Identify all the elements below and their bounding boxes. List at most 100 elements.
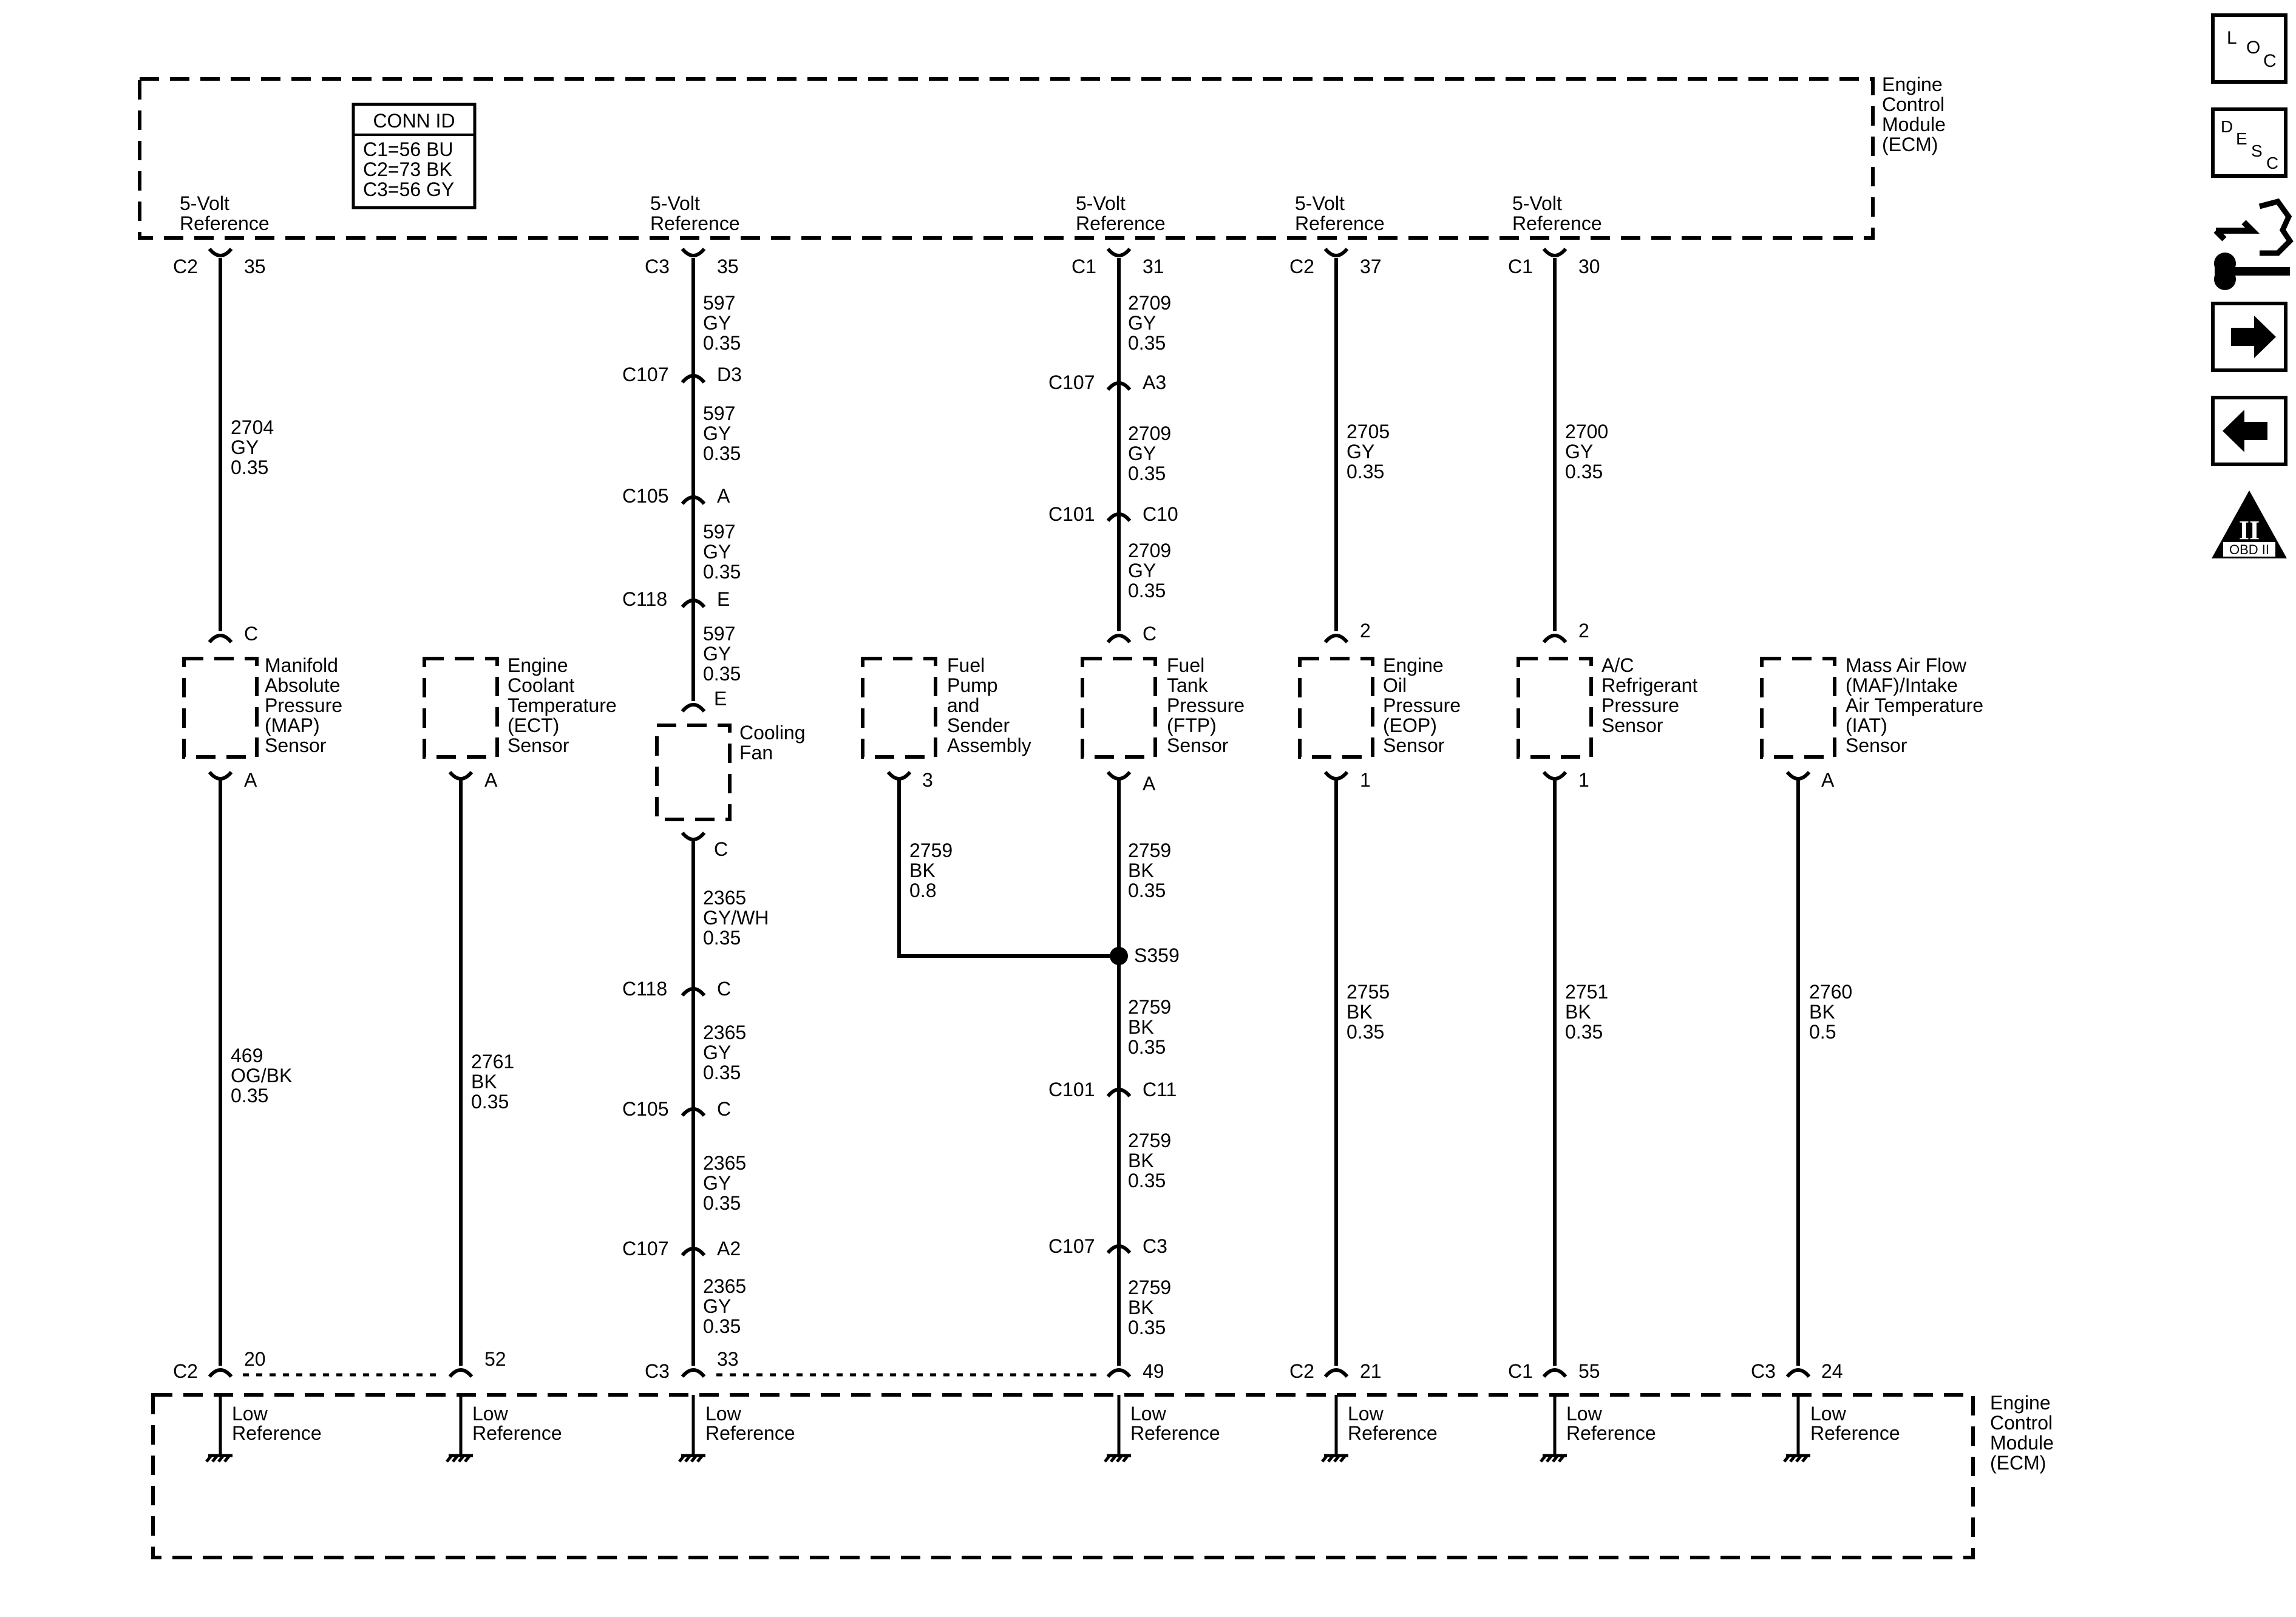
connector-id: C3 bbox=[645, 1360, 670, 1382]
wire-circuit: 2365 bbox=[703, 1275, 746, 1297]
pin-number: 20 bbox=[244, 1348, 266, 1370]
sensor-label: Tank bbox=[1167, 674, 1209, 696]
wire-gauge: 0.35 bbox=[1128, 332, 1166, 354]
connector-id: C105 bbox=[622, 1098, 669, 1120]
low-ref-label: Low bbox=[1348, 1403, 1384, 1425]
pin-number: 31 bbox=[1143, 256, 1164, 277]
connector-symbol bbox=[1323, 247, 1349, 257]
ground-icon bbox=[1104, 1395, 1131, 1463]
low-ref-label: Reference bbox=[232, 1422, 322, 1444]
wire-circuit: 2761 bbox=[471, 1051, 514, 1073]
ecm-top-label-line: (ECM) bbox=[1882, 134, 1938, 155]
wire-color: GY bbox=[1128, 312, 1156, 334]
connector-symbol bbox=[1542, 770, 1567, 781]
connector-symbol bbox=[681, 831, 706, 841]
conn-id-line: C1=56 BU bbox=[363, 138, 453, 160]
pin-number: 35 bbox=[244, 256, 266, 277]
wire-gauge: 0.35 bbox=[1128, 1170, 1166, 1192]
pin-number: C bbox=[714, 838, 728, 860]
low-ref-label: Low bbox=[232, 1403, 268, 1425]
sensor-label: Assembly bbox=[947, 734, 1031, 756]
obd-ii-icon[interactable]: II OBD II bbox=[2212, 490, 2287, 558]
pin-number: 30 bbox=[1578, 256, 1600, 277]
fuel-pump-circuit: Fuel Pump and Sender Assembly 3 2759 BK … bbox=[861, 654, 1119, 958]
connector-id: C2 bbox=[1289, 256, 1314, 277]
sensor-label: Pressure bbox=[1383, 694, 1461, 716]
wire-circuit: 2700 bbox=[1565, 421, 1608, 442]
wire-gauge: 0.5 bbox=[1809, 1021, 1836, 1043]
wire-circuit: 2755 bbox=[1347, 981, 1390, 1003]
map-circuit: C2 35 2704 GY 0.35 C Manifold Absolute P… bbox=[173, 247, 342, 1382]
connector-symbol bbox=[1106, 770, 1132, 781]
loc-icon[interactable]: L O C bbox=[2211, 13, 2288, 84]
wire-color: OG/BK bbox=[231, 1065, 292, 1086]
wire-gauge: 0.35 bbox=[703, 442, 741, 464]
pin-number: A2 bbox=[717, 1238, 741, 1259]
wire-color: GY bbox=[1565, 441, 1593, 463]
next-arrow-icon[interactable] bbox=[2211, 302, 2288, 372]
ecm-top-label-line: Control bbox=[1882, 93, 1944, 115]
wire-gauge: 0.35 bbox=[1128, 880, 1166, 901]
sensor-label: Cooling bbox=[739, 722, 806, 744]
connector-symbol bbox=[1106, 1244, 1132, 1255]
wire-circuit: 469 bbox=[231, 1045, 263, 1066]
pin-number: 1 bbox=[1360, 769, 1371, 791]
pin-number: 55 bbox=[1578, 1360, 1600, 1382]
wire-gauge: 0.35 bbox=[1565, 1021, 1603, 1043]
ground-icon bbox=[205, 1395, 233, 1463]
sensor-label: (MAP) bbox=[265, 714, 320, 736]
connector-id: C1 bbox=[1508, 256, 1533, 277]
connector-symbol bbox=[1542, 634, 1567, 644]
connector-id: C1 bbox=[1072, 256, 1096, 277]
connector-symbol bbox=[681, 247, 706, 257]
connector-id: C101 bbox=[1048, 503, 1095, 525]
connector-symbol bbox=[681, 1107, 706, 1117]
desc-letter: S bbox=[2251, 141, 2263, 160]
wire-gauge: 0.35 bbox=[703, 1062, 741, 1083]
sensor-label: Pressure bbox=[1601, 694, 1679, 716]
wire-circuit: 597 bbox=[703, 402, 735, 424]
ecm-top-box bbox=[138, 77, 1875, 240]
wire-gauge: 0.35 bbox=[231, 456, 268, 478]
sensor-label: Refrigerant bbox=[1601, 674, 1697, 696]
ecm-top-label: Engine Control Module (ECM) bbox=[1882, 73, 1946, 155]
wire-color: GY bbox=[703, 422, 731, 444]
desc-letter: E bbox=[2236, 129, 2247, 148]
wire-color: BK bbox=[471, 1071, 497, 1093]
low-ref-label: Reference bbox=[1566, 1422, 1656, 1444]
wire-color: GY bbox=[703, 1172, 731, 1194]
sensor-label: A/C bbox=[1601, 654, 1634, 676]
fuel-pump-box bbox=[861, 657, 937, 759]
wire-circuit: 597 bbox=[703, 521, 735, 543]
ground-icon bbox=[446, 1395, 473, 1463]
ground-symbols bbox=[205, 1395, 1810, 1463]
connector-symbol bbox=[1542, 1368, 1567, 1378]
sensor-label: Sensor bbox=[508, 734, 569, 756]
pin-number: C bbox=[1143, 623, 1156, 645]
prev-arrow-icon[interactable] bbox=[2211, 396, 2288, 466]
connector-id: C107 bbox=[622, 364, 669, 385]
low-ref-label: Low bbox=[1130, 1403, 1167, 1425]
pin-number: 2 bbox=[1360, 620, 1371, 642]
loc-letter: C bbox=[2263, 51, 2277, 71]
low-ref-label: Reference bbox=[472, 1422, 562, 1444]
low-ref-label: Reference bbox=[1810, 1422, 1900, 1444]
sensor-label: (IAT) bbox=[1846, 714, 1887, 736]
sensor-label: Sensor bbox=[1846, 734, 1907, 756]
connector-symbol bbox=[681, 1368, 706, 1378]
desc-letter: D bbox=[2221, 117, 2233, 136]
desc-icon[interactable]: D E S C bbox=[2211, 107, 2288, 178]
sensor-label: Fuel bbox=[947, 654, 985, 676]
wire-color: BK bbox=[1128, 1297, 1154, 1318]
connector-tool-icon[interactable] bbox=[2213, 198, 2294, 290]
wire-color: GY bbox=[1128, 560, 1156, 581]
splice-point bbox=[1110, 947, 1128, 965]
wire-gauge: 0.35 bbox=[1347, 461, 1384, 483]
wire-circuit: 597 bbox=[703, 292, 735, 314]
connector-symbol bbox=[448, 1368, 474, 1378]
connector-symbol bbox=[1323, 1368, 1349, 1378]
wire-color: GY bbox=[703, 1295, 731, 1317]
wire-circuit: 2759 bbox=[1128, 1276, 1171, 1298]
pin-number: A3 bbox=[1143, 371, 1166, 393]
